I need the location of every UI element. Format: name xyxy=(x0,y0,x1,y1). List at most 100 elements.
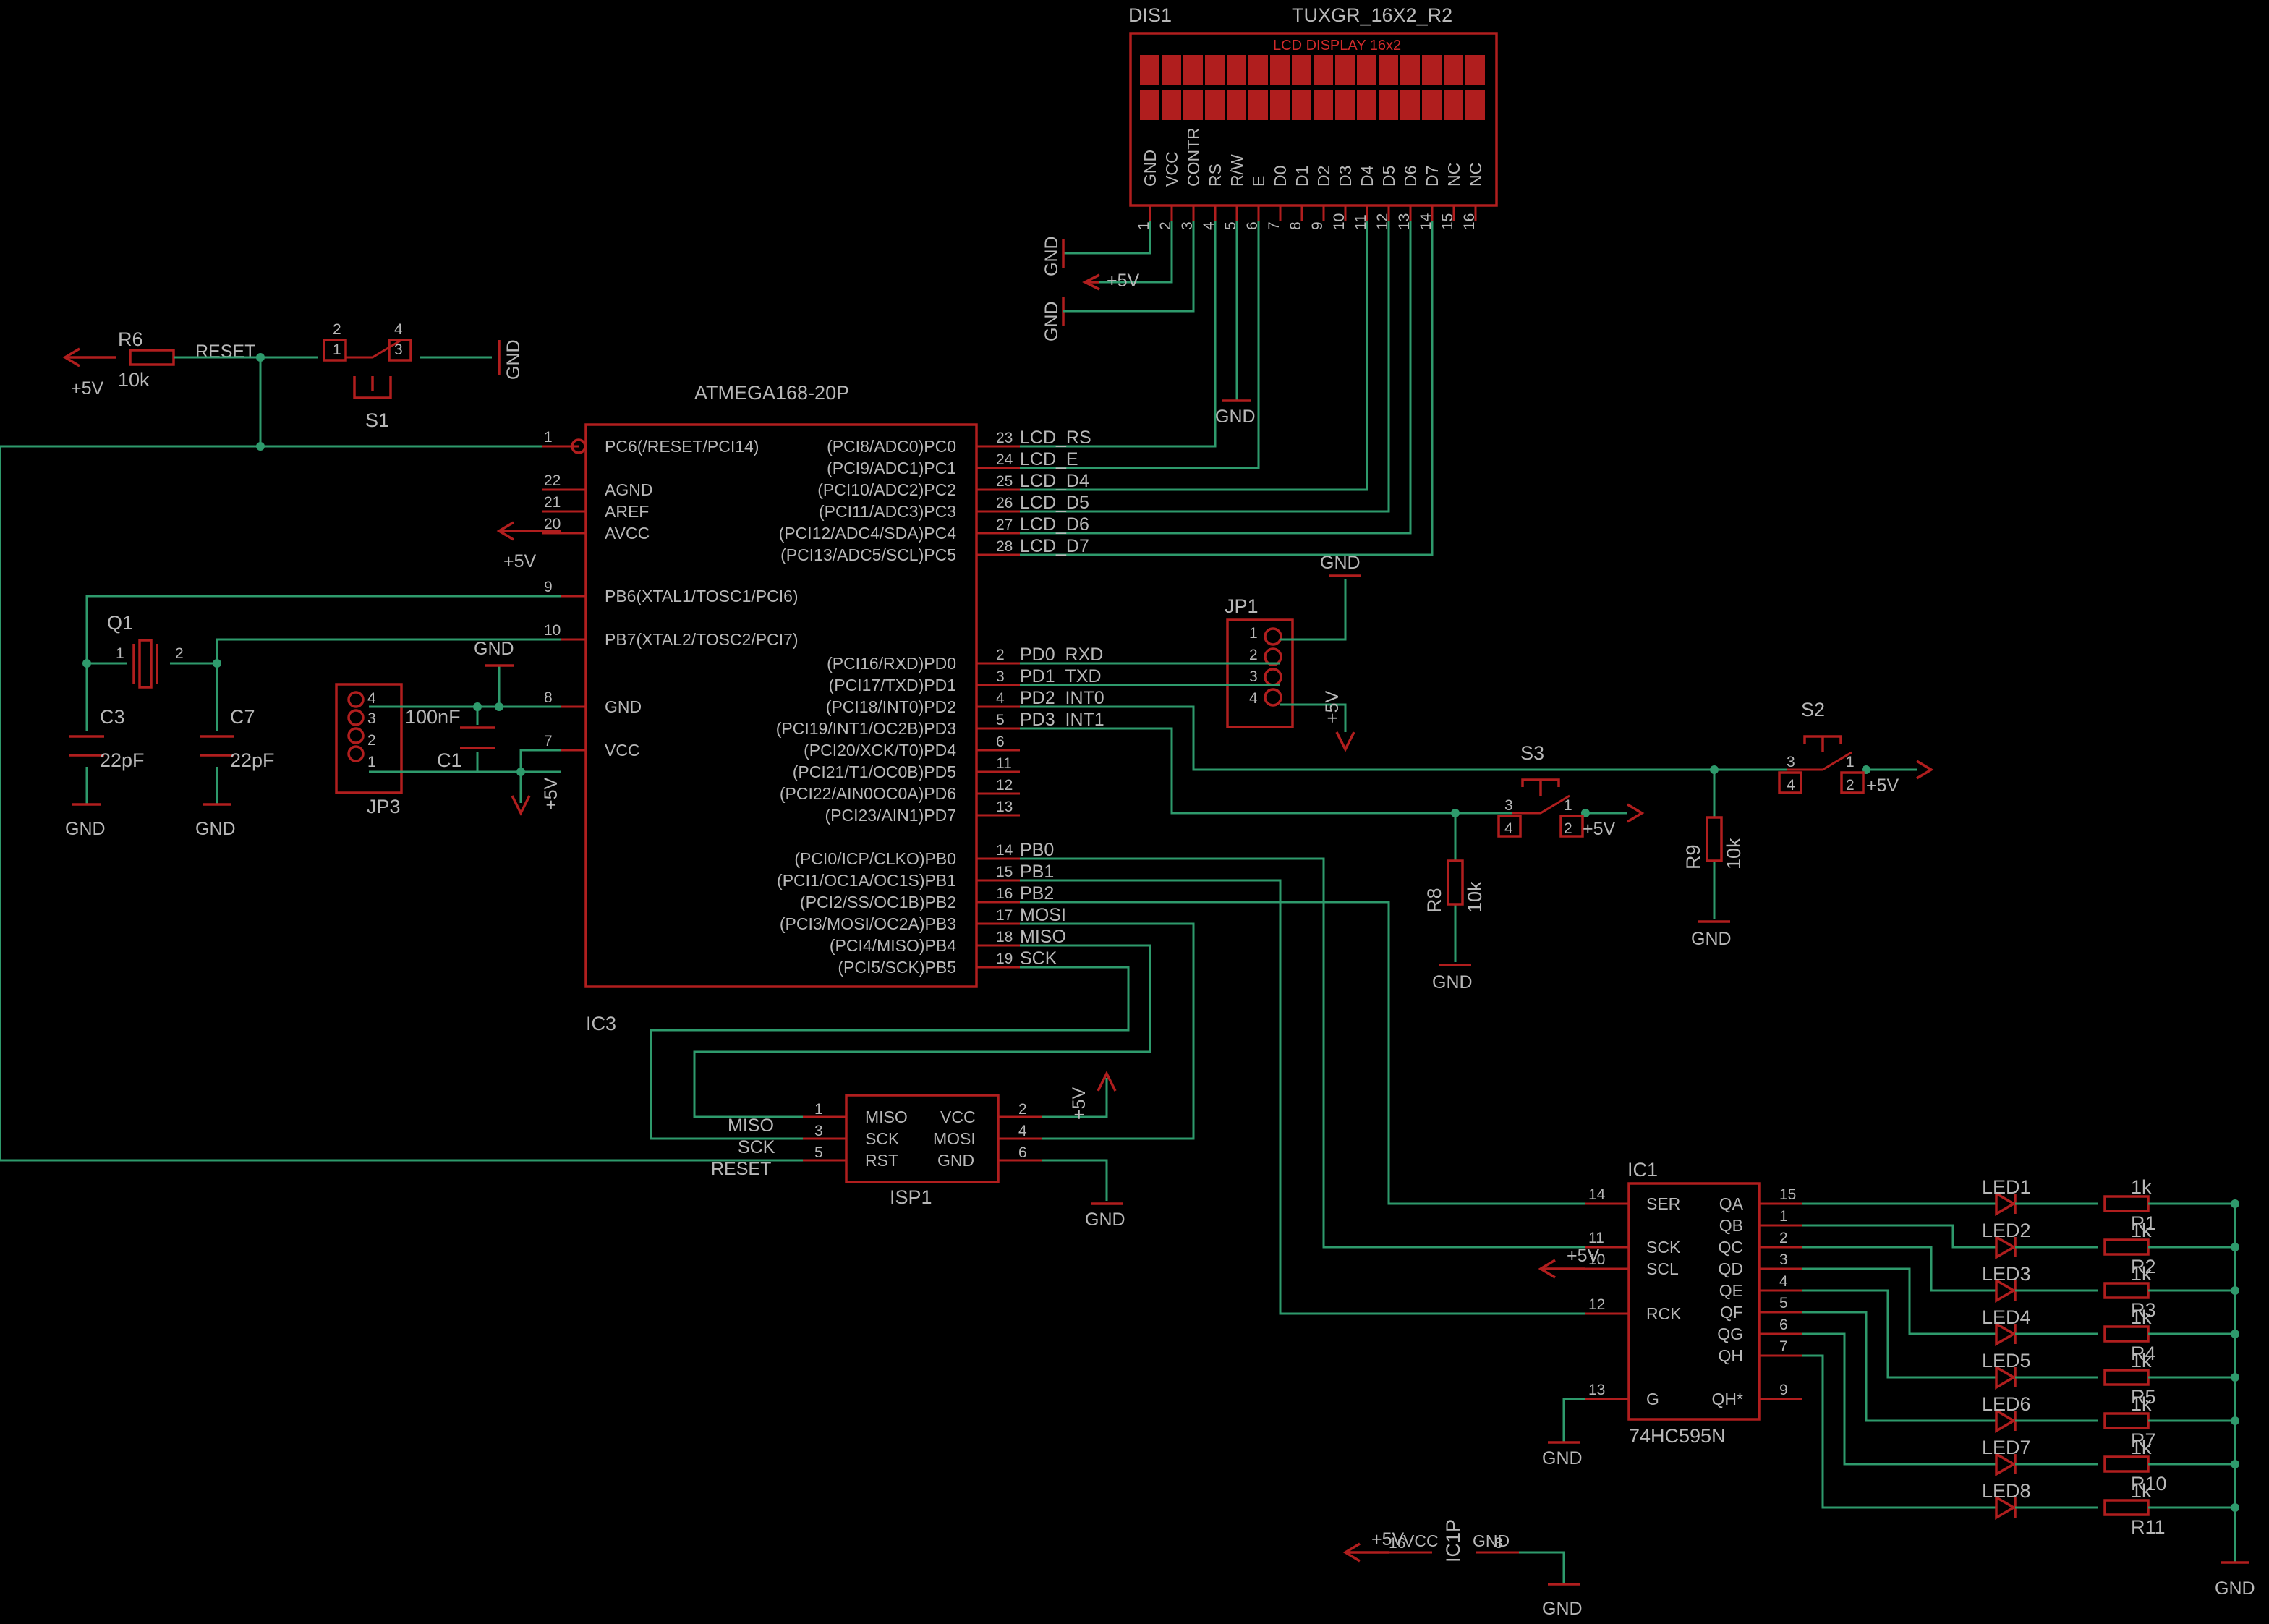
svg-text:ISP1: ISP1 xyxy=(890,1186,932,1208)
capacitor-c7[interactable]: C7 22pF xyxy=(200,706,275,771)
led-5[interactable]: LED5 xyxy=(1982,1350,2098,1390)
vcc-symbol-lcd: +5V xyxy=(1082,271,1140,291)
capacitor-c1[interactable]: 100nF C1 xyxy=(405,706,495,771)
svg-text:GND: GND xyxy=(1691,929,1732,949)
resistor-r8[interactable]: R8 10k xyxy=(1423,859,1486,913)
svg-text:+5V: +5V xyxy=(1069,1087,1089,1120)
mcu-pin-number: 9 xyxy=(544,579,553,595)
mcu-pin-name: PB6(XTAL1/TOSC1/PCI6) xyxy=(605,587,799,605)
lcd-pin-name: D6 xyxy=(1401,166,1420,187)
led-2[interactable]: LED2 xyxy=(1982,1220,2098,1260)
led-8[interactable]: LED8 xyxy=(1982,1480,2098,1521)
lcd-pin-number: 6 xyxy=(1244,221,1261,230)
svg-text:2: 2 xyxy=(1846,777,1855,794)
led-6[interactable]: LED6 xyxy=(1982,1393,2098,1434)
switch-s2[interactable]: 3 4 1 2 S2 xyxy=(1778,699,1865,794)
svg-text:+5V: +5V xyxy=(541,777,561,810)
svg-text:+5V: +5V xyxy=(1371,1529,1405,1549)
led-3[interactable]: LED3 xyxy=(1982,1263,2098,1304)
shift-pin-name: SER xyxy=(1646,1194,1680,1213)
lcd-cell xyxy=(1357,55,1376,85)
lcd-pin-number: 14 xyxy=(1418,213,1434,230)
mcu-pin-name: AVCC xyxy=(605,524,650,543)
led-ref: LED4 xyxy=(1982,1306,2031,1328)
capacitor-c3[interactable]: C3 22pF xyxy=(69,706,145,771)
svg-text:MISO: MISO xyxy=(865,1108,908,1126)
lcd-pin-name: NC xyxy=(1444,163,1463,187)
mcu-net-label: LCD_D7 xyxy=(1020,536,1089,556)
lcd-pin-name: D0 xyxy=(1271,166,1290,187)
svg-text:GND: GND xyxy=(937,1151,974,1170)
led-4[interactable]: LED4 xyxy=(1982,1306,2098,1347)
svg-text:3: 3 xyxy=(1787,754,1795,770)
lcd-pin-name: E xyxy=(1249,176,1268,187)
mcu-net-label: SCK xyxy=(1020,948,1057,969)
svg-text:C1: C1 xyxy=(437,749,462,771)
switch-s1[interactable]: 2 1 4 3 S1 xyxy=(323,321,412,431)
mcu-pin-name: (PCI21/T1/OC0B)PD5 xyxy=(793,762,956,781)
ic1p-power[interactable]: +5V 16 VCC IC1P GND 8 GND xyxy=(1342,1519,1583,1619)
resistor-ref: R3 xyxy=(2131,1299,2156,1321)
lcd-pin-name: D4 xyxy=(1358,165,1376,187)
svg-text:+5V: +5V xyxy=(503,551,537,571)
isp-header[interactable]: MISO SCK RST VCC MOSI GND 1 3 5 2 4 6 IS… xyxy=(803,1094,1042,1208)
svg-text:R9: R9 xyxy=(1682,844,1704,870)
vcc-symbol-isp: +5V xyxy=(1069,1071,1117,1120)
lcd-pin-number: 16 xyxy=(1461,213,1478,230)
crystal-wiring xyxy=(85,595,561,804)
lcd-cell xyxy=(1162,90,1181,120)
gnd-symbol-lcd2: GND xyxy=(1042,297,1078,341)
mcu-net-label: PD2_INT0 xyxy=(1020,688,1104,708)
svg-text:5: 5 xyxy=(814,1144,823,1161)
mcu-pin-name: (PCI5/SCK)PB5 xyxy=(838,958,956,977)
mcu-pin-name: VCC xyxy=(605,741,640,760)
svg-text:22pF: 22pF xyxy=(100,749,145,771)
resistor-r9[interactable]: R9 10k xyxy=(1682,816,1745,870)
lcd-pin-name: RS xyxy=(1206,163,1225,187)
switch-s3[interactable]: 3 4 1 2 S3 xyxy=(1497,742,1584,838)
led-7[interactable]: LED7 xyxy=(1982,1437,2098,1477)
header-jp3[interactable]: 4 3 2 1 JP3 xyxy=(335,683,403,817)
isp-net-sck: SCK xyxy=(738,1137,775,1157)
resistor-r6[interactable]: R6 10k xyxy=(118,328,175,391)
vcc-symbol-c1: +5V xyxy=(511,777,561,816)
resistor-value: 1k xyxy=(2131,1176,2152,1198)
lcd-pin-number: 13 xyxy=(1396,213,1413,230)
svg-text:GND: GND xyxy=(1432,972,1473,992)
svg-text:4: 4 xyxy=(1504,820,1513,837)
lcd-banner: LCD DISPLAY 16x2 xyxy=(1273,38,1401,54)
lcd-pin-number: 3 xyxy=(1179,221,1196,230)
crystal-q1[interactable]: Q1 1 2 xyxy=(107,612,184,689)
mcu-pin-number: 6 xyxy=(996,734,1005,750)
mcu-pin-number: 28 xyxy=(996,538,1013,555)
led-ref: LED3 xyxy=(1982,1263,2031,1285)
mcu-pin-name: (PCI12/ADC4/SDA)PC4 xyxy=(779,524,957,543)
header-jp1[interactable]: 1 2 3 4 JP1 xyxy=(1225,595,1294,728)
lcd-display[interactable]: DIS1 TUXGR_16X2_R2 LCD DISPLAY 16x2 GND1… xyxy=(1128,4,1498,230)
resistor-value: 1k xyxy=(2131,1350,2152,1372)
svg-text:GND: GND xyxy=(2215,1578,2255,1599)
vcc-symbol-s2: +5V xyxy=(1866,760,1934,796)
vcc-symbol-scl: +5V xyxy=(1538,1246,1600,1279)
lcd-pin-name: VCC xyxy=(1162,151,1181,187)
lcd-ref: DIS1 xyxy=(1128,4,1172,26)
mcu-pin-name: (PCI8/ADC0)PC0 xyxy=(827,437,956,456)
svg-text:4: 4 xyxy=(1787,777,1795,794)
svg-text:C3: C3 xyxy=(100,706,125,728)
shift-pin-name: SCK xyxy=(1646,1238,1681,1257)
led-1[interactable]: LED1 xyxy=(1982,1176,2098,1217)
svg-text:GND: GND xyxy=(1215,407,1256,427)
mcu-net-label: PB0 xyxy=(1020,840,1054,860)
mcu-net-label: LCD_D5 xyxy=(1020,493,1089,513)
